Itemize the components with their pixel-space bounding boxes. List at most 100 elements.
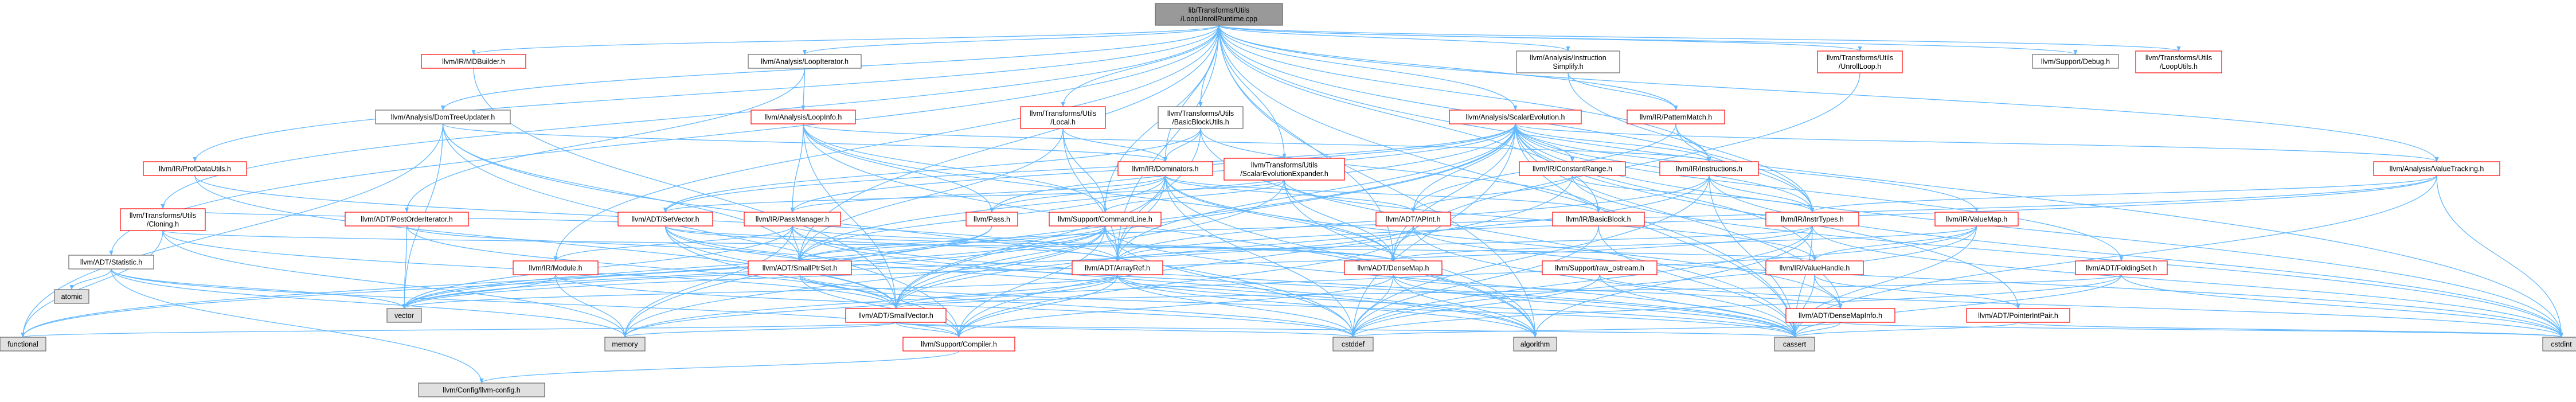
node-label: llvm/ADT/DenseMap.h xyxy=(1357,264,1429,272)
node-bbutils[interactable]: llvm/Transforms/Utils/BasicBlockUtils.h xyxy=(1158,106,1244,129)
node-algorithm[interactable]: algorithm xyxy=(1513,337,1557,352)
edge-statistic-to-compiler xyxy=(111,268,961,338)
node-densemap[interactable]: llvm/ADT/DenseMap.h xyxy=(1344,260,1443,275)
edge-pointerintpair-to-cassert xyxy=(1792,322,2019,338)
edge-local-to-dominators xyxy=(1062,128,1168,162)
node-box xyxy=(1223,158,1345,181)
node-box xyxy=(68,255,154,270)
node-debug[interactable]: llvm/Support/Debug.h xyxy=(2032,54,2119,69)
node-module[interactable]: llvm/IR/Module.h xyxy=(513,260,599,275)
node-root[interactable]: lib/Transforms/Utils/LoopUnrollRuntime.c… xyxy=(1155,3,1283,26)
node-label: llvm/IR/Instructions.h xyxy=(1676,165,1742,173)
node-loopiter[interactable]: llvm/Analysis/LoopIterator.h xyxy=(748,54,862,69)
node-cloning[interactable]: llvm/Transforms/Utils/Cloning.h xyxy=(120,208,206,231)
edge-arrayref-to-vector xyxy=(402,274,1118,309)
node-scev[interactable]: llvm/Analysis/ScalarEvolution.h xyxy=(1449,110,1582,124)
edge-smallvector-to-functional xyxy=(21,322,897,338)
edge-scev-to-valuehandle xyxy=(1515,123,1817,262)
edge-pattern-to-instructions xyxy=(1675,123,1711,162)
node-cassert[interactable]: cassert xyxy=(1774,337,1815,352)
edge-scevexp-to-setvector xyxy=(663,179,1285,213)
edge-postorder-to-smallptrset xyxy=(406,225,802,262)
edge-smallptrset-to-cassert xyxy=(799,274,1797,338)
node-label: /Local.h xyxy=(1050,118,1076,126)
node-label: llvm/Support/Compiler.h xyxy=(921,341,997,349)
node-compiler[interactable]: llvm/Support/Compiler.h xyxy=(902,337,1015,352)
node-label: llvm/ADT/APInt.h xyxy=(1386,216,1440,224)
node-memory[interactable]: memory xyxy=(604,337,646,352)
node-apint[interactable]: llvm/ADT/APInt.h xyxy=(1375,212,1451,227)
node-instructions[interactable]: llvm/IR/Instructions.h xyxy=(1659,161,1759,176)
node-pointerintpair[interactable]: llvm/ADT/PointerIntPair.h xyxy=(1966,308,2070,323)
node-box xyxy=(2373,161,2500,176)
node-postorder[interactable]: llvm/ADT/PostOrderIterator.h xyxy=(345,212,469,227)
node-insttypes[interactable]: llvm/IR/InstrTypes.h xyxy=(1765,212,1859,227)
node-valuetracking[interactable]: llvm/Analysis/ValueTracking.h xyxy=(2373,161,2500,176)
node-arrayref[interactable]: llvm/ADT/ArrayRef.h xyxy=(1072,260,1163,275)
node-label: llvm/IR/MDBuilder.h xyxy=(442,58,505,66)
edge-valuehandle-to-pointerintpair xyxy=(1814,274,2020,309)
node-profdata[interactable]: llvm/IR/ProfDataUtils.h xyxy=(143,161,247,176)
node-local[interactable]: llvm/Transforms/Utils/Local.h xyxy=(1020,106,1106,129)
node-cstdint[interactable]: cstdint xyxy=(2542,337,2576,352)
edge-domtree-to-functional xyxy=(21,123,444,338)
edge-constrange-to-compiler xyxy=(956,175,1573,338)
node-pass[interactable]: llvm/Pass.h xyxy=(965,212,1018,227)
node-valuehandle[interactable]: llvm/IR/ValueHandle.h xyxy=(1765,260,1864,275)
edge-bbutils-to-dominators xyxy=(1163,128,1201,162)
node-pattern[interactable]: llvm/IR/PatternMatch.h xyxy=(1627,110,1725,124)
edge-root-to-cstdint xyxy=(1218,25,2564,338)
edge-apint-to-cstdint xyxy=(1413,225,2563,338)
edge-statistic-to-vector xyxy=(111,268,406,309)
node-vector[interactable]: vector xyxy=(386,308,422,323)
edge-valuetracking-to-cstdint xyxy=(2436,175,2564,338)
node-statistic[interactable]: llvm/ADT/Statistic.h xyxy=(68,255,154,270)
node-unrollloop[interactable]: llvm/Transforms/Utils/UnrollLoop.h xyxy=(1817,50,1903,73)
node-label: llvm/Transforms/Utils xyxy=(1167,110,1234,118)
edge-passmanager-to-densemap xyxy=(792,225,1396,262)
node-scevexp[interactable]: llvm/Transforms/Utils/ScalarEvolutionExp… xyxy=(1223,158,1345,181)
node-config[interactable]: llvm/Config/llvm-config.h xyxy=(418,383,545,397)
node-constrange[interactable]: llvm/IR/ConstantRange.h xyxy=(1519,161,1626,176)
edge-rawostream-to-cstdint xyxy=(1599,274,2563,338)
node-box xyxy=(375,110,511,124)
node-setvector[interactable]: llvm/ADT/SetVector.h xyxy=(617,212,713,227)
node-label: llvm/ADT/FoldingSet.h xyxy=(2086,264,2157,272)
node-smallptrset[interactable]: llvm/ADT/SmallPtrSet.h xyxy=(748,260,852,275)
node-mdb[interactable]: llvm/IR/MDBuilder.h xyxy=(421,54,526,69)
edge-constrange-to-insttypes xyxy=(1572,175,1815,213)
node-basicblock[interactable]: llvm/IR/BasicBlock.h xyxy=(1552,212,1645,227)
node-box xyxy=(54,289,89,304)
node-box xyxy=(1659,161,1759,176)
node-dominators[interactable]: llvm/IR/Dominators.h xyxy=(1117,161,1213,176)
node-box xyxy=(1765,260,1864,275)
node-box xyxy=(750,110,856,124)
node-box xyxy=(1072,260,1163,275)
node-valuemap[interactable]: llvm/IR/ValueMap.h xyxy=(1934,212,2019,227)
edge-constrange-to-cstdint xyxy=(1572,175,2564,338)
edge-module-to-memory xyxy=(555,274,627,338)
node-label: cstdint xyxy=(2551,341,2572,349)
node-smallvector[interactable]: llvm/ADT/SmallVector.h xyxy=(845,308,947,323)
edge-scev-to-smallptrset xyxy=(798,123,1516,262)
node-densemapinfo[interactable]: llvm/ADT/DenseMapInfo.h xyxy=(1785,308,1895,323)
node-label: llvm/IR/ProfDataUtils.h xyxy=(159,165,231,173)
edge-module-to-cstddef xyxy=(555,274,1355,338)
node-passmanager[interactable]: llvm/IR/PassManager.h xyxy=(744,212,841,227)
node-box xyxy=(1552,212,1645,227)
node-box xyxy=(2075,260,2168,275)
node-foldingset[interactable]: llvm/ADT/FoldingSet.h xyxy=(2075,260,2168,275)
node-functional[interactable]: functional xyxy=(0,337,46,352)
node-loopinfo[interactable]: llvm/Analysis/LoopInfo.h xyxy=(750,110,856,124)
node-label: llvm/ADT/Statistic.h xyxy=(80,259,142,267)
node-domtree[interactable]: llvm/Analysis/DomTreeUpdater.h xyxy=(375,110,511,124)
node-rawostream[interactable]: llvm/Support/raw_ostream.h xyxy=(1542,260,1658,275)
node-looputils[interactable]: llvm/Transforms/Utils/LoopUtils.h xyxy=(2135,50,2222,73)
node-cmdline[interactable]: llvm/Support/CommandLine.h xyxy=(1049,212,1162,227)
edge-densemap-to-cassert xyxy=(1393,274,1797,338)
edge-valuemap-to-densemap xyxy=(1391,225,1977,262)
node-atomic[interactable]: atomic xyxy=(54,289,89,304)
node-cstddef[interactable]: cstddef xyxy=(1332,337,1374,352)
node-box xyxy=(748,54,862,69)
